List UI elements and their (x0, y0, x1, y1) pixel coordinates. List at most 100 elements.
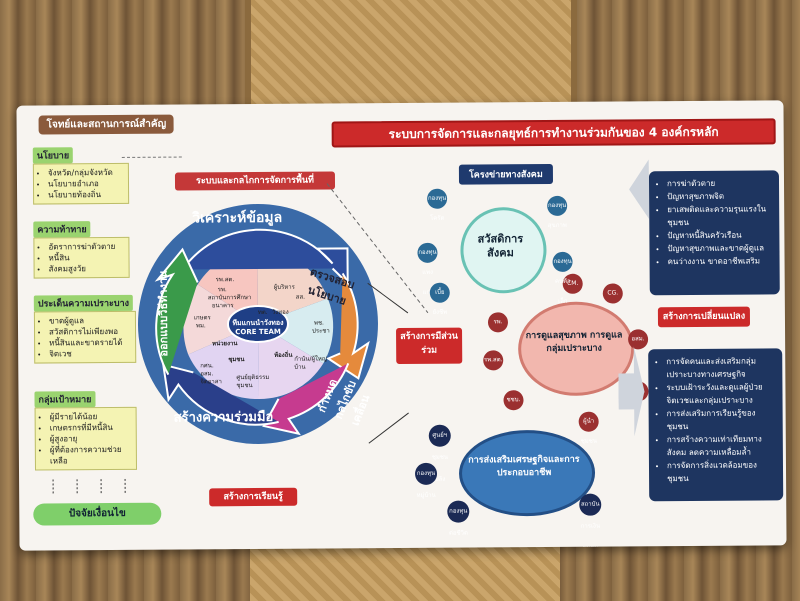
seg-label-7: สส. (295, 293, 306, 301)
top-issue-item-3: ปัญหาหนี้สินครัวเรือน (667, 228, 771, 242)
vulnerable-box: ขาดผู้ดูแลสวัสดิการไม่เพียงพอหนี้สินและข… (33, 310, 137, 364)
top-issues-list: การฆ่าตัวตายปัญหาสุขภาพจิตยาเสพติดและควา… (657, 176, 772, 268)
woven-mat-bottom (250, 545, 560, 601)
bottom-goal-item-3: การสร้างความเท่าเทียมทางสังคม ลดความเหลื… (667, 432, 775, 459)
target-title: กลุ่มเป้าหมาย (34, 391, 96, 408)
bottom-goals-list: การจัดคนและส่งเสริมกลุ่มเปราะบางทางเศรษฐ… (656, 354, 775, 485)
target-item-1: เกษตรกรที่มีหนี้สิน (50, 422, 132, 434)
welfare-node-4: กองทุนคนตัวเล็ก (552, 251, 573, 305)
core-line1: ทีมแกนนำวังทอง (232, 318, 284, 328)
vulnerable-list: ขาดผู้ดูแลสวัสดิการไม่เพียงพอหนี้สินและข… (39, 315, 131, 360)
seg-label-5: พม. (195, 322, 206, 330)
segment-bottom-left (188, 324, 259, 400)
economy-node-1: กองทุนหมู่บ้าน (414, 462, 438, 499)
policy-list: จังหวัด/กลุ่มจังหวัดนโยบายอำเภอนโยบายท้อ… (38, 167, 124, 201)
seg-label-13: ศูนย์ยุติธรรมชุมชน (236, 373, 270, 390)
challenge-item-1: หนี้สิน (48, 252, 124, 264)
challenge-item-0: อัตราการฆ่าตัวตาย (48, 241, 124, 253)
segment-right (257, 298, 334, 364)
change-box: สร้างการเปลี่ยนแปลง (657, 306, 751, 328)
seg-label-8: ทต. (257, 308, 268, 317)
health-node-2: อสม. (628, 329, 649, 350)
arrow-operate-label: ออกแบบวิธีทำงาน (156, 270, 171, 357)
top-issue-item-5: คนว่างงาน ขาดอาชีพเสริม (668, 254, 772, 268)
economy-label: การส่งเสริมเศรษฐกิจและการประกอบอาชีพ (468, 454, 580, 479)
health-node-3: รพ. (487, 312, 509, 333)
core-circle (226, 305, 289, 344)
cycle-diagram (137, 204, 378, 445)
arrow-operate (154, 247, 199, 376)
policy-item-1: นโยบายอำเภอ (48, 178, 124, 190)
seg-label-19: ชุมชน (228, 356, 245, 364)
vulnerable-section: ประเด็นความเปราะบาง ขาดผู้ดูแลสวัสดิการไ… (33, 291, 137, 364)
welfare-label: สวัสดิการสังคม (477, 232, 524, 260)
policy-section: นโยบาย จังหวัด/กลุ่มจังหวัดนโยบายอำเภอนโ… (32, 143, 130, 205)
seg-label-4: เกษตร (193, 314, 211, 322)
top-issues-box: การฆ่าตัวตายปัญหาสุขภาพจิตยาเสพติดและควา… (648, 170, 780, 296)
arrow-connector-top (367, 282, 409, 314)
seg-label-0: รพ.สต. (215, 276, 235, 284)
vulnerable-item-0: ขาดผู้ดูแล (49, 315, 131, 327)
left-title: โจทย์และสถานการณ์สำคัญ (38, 114, 175, 135)
vulnerable-item-1: สวัสดิการไม่เพียงพอ (49, 326, 131, 338)
seg-label-15: อสม. (200, 370, 214, 378)
vulnerable-title: ประเด็นความเปราะบาง (33, 294, 134, 312)
welfare-node-0: กองทุนโครัต (427, 188, 448, 222)
bottom-goal-item-2: การส่งเสริมการเรียนรู้ของชุมชน (667, 406, 775, 433)
dashed-connector (326, 183, 429, 314)
target-box: ผู้มีรายได้น้อยเกษตรกรที่มีหนี้สินผู้สูง… (34, 406, 138, 471)
economy-node-0: ศูนย์ฯ ชุมชนปลิง (428, 424, 451, 483)
challenge-item-2: สังคมสูงวัย (49, 263, 125, 275)
challenges-section: ความท้าทาย อัตราการฆ่าตัวตายหนี้สินสังคม… (33, 217, 130, 279)
arrow-analyze (181, 228, 349, 286)
policy-connector (121, 156, 182, 158)
participation-box: สร้างการมีส่วนร่วม (396, 327, 463, 365)
policy-item-2: นโยบายท้องถิ่น (48, 189, 124, 201)
target-section: กลุ่มเป้าหมาย ผู้มีรายได้น้อยเกษตรกรที่ม… (34, 387, 138, 471)
top-issue-item-4: ปัญหาสุขภาพและขาดผู้ดูแล (667, 241, 771, 255)
economy-node-3: สถาบันการเงินชุมชน (579, 493, 602, 551)
challenges-list: อัตราการฆ่าตัวตายหนี้สินสังคมสูงวัย (38, 241, 124, 275)
target-item-3: ผู้ที่ต้องการความช่วยเหลือ (50, 444, 132, 467)
bottom-goals-box: การจัดคนและส่งเสริมกลุ่มเปราะบางทางเศรษฐ… (648, 348, 784, 502)
welfare-node-2: กองทุนแพงแก่ง (417, 242, 438, 296)
policy-title: นโยบาย (32, 147, 74, 164)
left-arrow-top-icon (629, 159, 649, 219)
target-list: ผู้มีรายได้น้อยเกษตรกรที่มีหนี้สินผู้สูง… (40, 411, 132, 467)
top-issue-item-2: ยาเสพติดและความรุนแรงในชุมชน (667, 202, 771, 229)
welfare-node-1: กองทุนสุขภาพ (547, 195, 568, 229)
bottom-goal-item-1: ระบบเฝ้าระวังและดูแลผู้ป่วยจิตเวชและกลุ่… (666, 380, 774, 407)
bottom-goal-item-0: การจัดคนและส่งเสริมกลุ่มเปราะบางทางเศรษฐ… (666, 354, 774, 381)
top-issue-item-0: การฆ่าตัวตาย (667, 176, 771, 190)
main-title: ระบบการจัดการและกลยุทธ์การทำงานร่วมกันขอ… (331, 118, 776, 148)
welfare-node-3: เบี้ยยังชีพ (429, 282, 450, 316)
poster-board: โจทย์และสถานการณ์สำคัญ ระบบการจัดการและก… (16, 100, 787, 551)
policy-box: จังหวัด/กลุ่มจังหวัดนโยบายอำเภอนโยบายท้อ… (32, 162, 130, 205)
arrow-drive (262, 363, 350, 436)
seg-label-1: รพ. (217, 286, 227, 294)
seg-label-17: หน่วยงาน (212, 340, 238, 348)
top-issue-item-1: ปัญหาสุขภาพจิต (667, 189, 771, 203)
seg-label-18: ท้องถิ่น (274, 351, 293, 359)
challenges-box: อัตราการฆ่าตัวตายหนี้สินสังคมสูงวัย (33, 236, 130, 279)
seg-label-3: ธนาคาร (211, 302, 234, 310)
arrow-participate (162, 363, 279, 426)
arrow-connector-bottom (368, 412, 409, 444)
economy-node-2: กองทุนต่อชีวิตเกษตร (447, 500, 470, 537)
health-node-1: CG. (602, 283, 623, 304)
arrow-analyze-label: วิเคราะห์ข้อมูล (192, 209, 283, 227)
seg-label-14: กศน. (200, 362, 214, 370)
health-label: การดูแลสุขภาพ การดูแลกลุ่มเปราะบาง (525, 330, 623, 354)
dashed-arrows-icon (52, 478, 126, 496)
arrow-review (326, 272, 370, 380)
vulnerable-item-3: จิตเวช (49, 348, 131, 360)
seg-label-2: สถาบันการศึกษา (207, 294, 252, 302)
health-node-4: รพ.สต. (483, 350, 504, 371)
vulnerable-item-2: หนี้สินและขาดรายได้ (49, 337, 131, 349)
seg-label-9: วังทอง (271, 308, 289, 316)
segment-left (183, 284, 258, 355)
seg-label-16: จิตอาสา (200, 378, 222, 386)
woven-mat-top (245, 0, 577, 115)
learning-box: สร้างการเรียนรู้ (209, 487, 298, 507)
health-node-5: ชชบ. (503, 390, 524, 411)
